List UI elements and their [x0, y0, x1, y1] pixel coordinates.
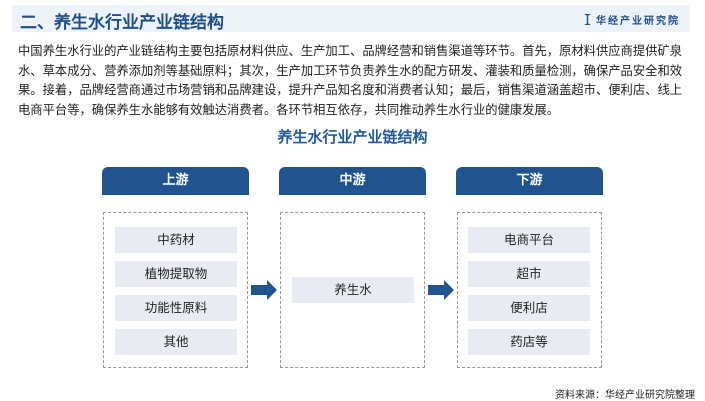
upstream-item: 其他: [115, 329, 237, 355]
downstream-item: 便利店: [468, 295, 590, 321]
downstream-box: [457, 212, 602, 368]
brand-name: 华经产业研究院: [596, 16, 680, 27]
arrow-right-icon: [251, 280, 277, 300]
upstream-item: 植物提取物: [115, 261, 237, 287]
arrow-right-icon: [428, 280, 454, 300]
upstream-header: 上游: [102, 167, 249, 195]
logo-icon: [584, 14, 591, 25]
brand-logo: 华经产业研究院: [584, 12, 680, 27]
midstream-header: 中游: [279, 167, 426, 195]
source-note: 资料来源：华经产业研究院整理: [555, 390, 695, 401]
intro-paragraph: 中国养生水行业的产业链结构主要包括原材料供应、生产加工、品牌经营和销售渠道等环节…: [18, 44, 683, 118]
midstream-box: [280, 212, 425, 368]
header-bar: 二、养生水行业产业链结构 华经产业研究院: [12, 5, 690, 33]
downstream-item: 药店等: [468, 329, 590, 355]
upstream-box: [103, 212, 248, 368]
downstream-item: 电商平台: [468, 227, 590, 253]
page-title: 二、养生水行业产业链结构: [20, 13, 224, 33]
upstream-item: 中药材: [115, 227, 237, 253]
downstream-item: 超市: [468, 261, 590, 287]
midstream-item: 养生水: [292, 277, 414, 303]
upstream-item: 功能性原料: [115, 295, 237, 321]
diagram-title: 养生水行业产业链结构: [277, 128, 428, 146]
downstream-header: 下游: [456, 167, 603, 195]
